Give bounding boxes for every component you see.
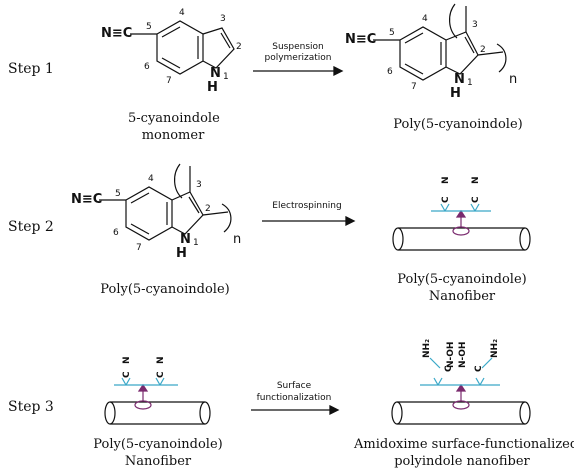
functionalization-label: functionalization xyxy=(256,393,332,403)
fiber-nitrile-c-4: C xyxy=(156,371,166,378)
fiber-nitrile-c-1: C xyxy=(441,196,451,203)
nanofiber-step2 xyxy=(393,204,530,250)
step-1-label: Step 1 xyxy=(8,61,54,77)
amidoxime-n-oh-2: N-OH xyxy=(458,341,468,368)
position-3-label: 3 xyxy=(220,14,226,24)
fiber-nitrile-c-2: C xyxy=(471,196,481,203)
amidoxime-c-2: C xyxy=(474,365,484,372)
step-2-label: Step 2 xyxy=(8,219,54,235)
position-3-label: 3 xyxy=(196,180,202,190)
polymer-name-step1: Poly(5-cyanoindole) xyxy=(393,117,523,132)
monomer-structure xyxy=(130,21,234,74)
ring-nitrogen-polymer-2: N xyxy=(180,232,191,247)
position-4-label: 4 xyxy=(179,8,185,18)
ring-hydrogen-polymer-2: H xyxy=(176,246,187,261)
fiber-nitrile-n-4: N xyxy=(156,356,166,364)
ring-nitrogen-monomer: N xyxy=(210,66,221,81)
amidoxime-nanofiber xyxy=(392,358,530,424)
nanofiber-name-step3: Poly(5-cyanoindole) xyxy=(93,437,223,452)
position-7-label: 7 xyxy=(411,82,417,92)
monomer-label: monomer xyxy=(141,128,205,143)
reaction-arrows xyxy=(251,67,354,414)
nanofiber-label-step2: Nanofiber xyxy=(428,289,496,304)
polymerization-label: polymerization xyxy=(264,53,332,63)
amidoxime-name: Amidoxime surface-functionalized xyxy=(354,437,574,452)
nitrile-group-polymer-1: N≡C xyxy=(345,32,377,47)
position-2-label: 2 xyxy=(236,42,242,52)
nanofiber-label-step3: Nanofiber xyxy=(124,454,192,469)
fiber-nitrile-c-3: C xyxy=(122,371,132,378)
repeat-unit-n-1: n xyxy=(509,72,518,87)
position-6-label: 6 xyxy=(144,62,150,72)
step-3-label: Step 3 xyxy=(8,399,54,415)
polymer-structure-step2 xyxy=(99,164,231,240)
amidoxime-nh2-2: NH₂ xyxy=(490,338,500,358)
amidoxime-label: polyindole nanofiber xyxy=(394,454,530,469)
amidoxime-n-oh-1: N-OH xyxy=(446,341,456,368)
ring-hydrogen-polymer-1: H xyxy=(450,86,461,101)
polymer-structure-step1 xyxy=(373,4,506,80)
position-2-label: 2 xyxy=(480,45,486,55)
position-5-label: 5 xyxy=(115,189,121,199)
suspension-label: Suspension xyxy=(272,42,324,52)
nitrile-group-monomer: N≡C xyxy=(101,26,133,41)
position-2-label: 2 xyxy=(205,204,211,214)
fiber-nitrile-n-2: N xyxy=(471,176,481,184)
position-1-label: 1 xyxy=(223,72,229,82)
fiber-nitrile-n-3: N xyxy=(122,356,132,364)
ring-nitrogen-polymer-1: N xyxy=(454,72,465,87)
amidoxime-nh2-1: NH₂ xyxy=(422,338,432,358)
ring-hydrogen-monomer: H xyxy=(207,80,218,95)
monomer-name: 5-cyanoindole xyxy=(128,111,220,126)
repeat-unit-n-2: n xyxy=(233,232,242,247)
position-6-label: 6 xyxy=(387,67,393,77)
nanofiber-step3 xyxy=(105,378,210,424)
nanofiber-name-step2: Poly(5-cyanoindole) xyxy=(397,272,527,287)
position-4-label: 4 xyxy=(422,14,428,24)
position-1-label: 1 xyxy=(193,238,199,248)
fiber-nitrile-n-1: N xyxy=(441,176,451,184)
position-1-label: 1 xyxy=(467,78,473,88)
position-7-label: 7 xyxy=(166,76,172,86)
position-5-label: 5 xyxy=(146,22,152,32)
electrospinning-label: Electrospinning xyxy=(272,201,342,211)
nitrile-group-polymer-2: N≡C xyxy=(71,192,103,207)
position-3-label: 3 xyxy=(472,20,478,30)
position-5-label: 5 xyxy=(389,28,395,38)
position-7-label: 7 xyxy=(136,243,142,253)
polymer-name-step2: Poly(5-cyanoindole) xyxy=(100,282,230,297)
position-6-label: 6 xyxy=(113,228,119,238)
position-4-label: 4 xyxy=(148,174,154,184)
surface-label: Surface xyxy=(276,381,312,391)
